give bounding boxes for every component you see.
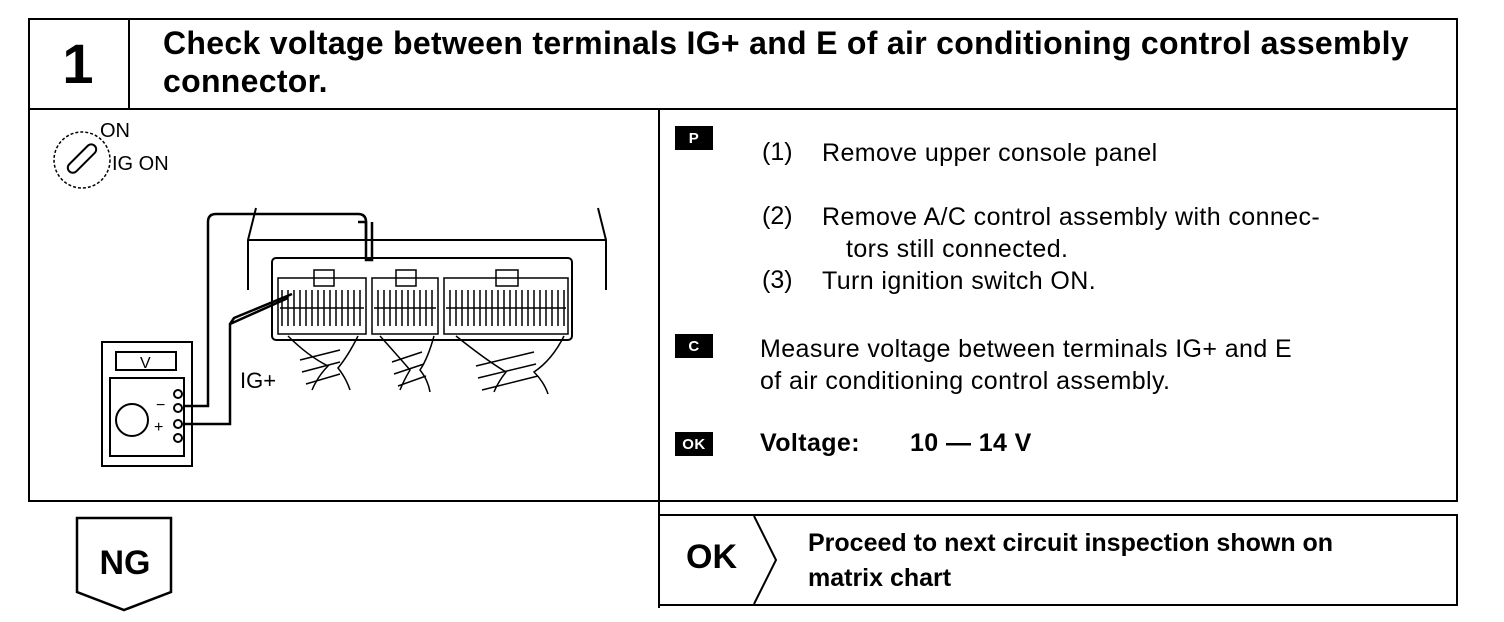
meter-plus-sign: + bbox=[154, 419, 163, 436]
meter-unit-label: V bbox=[140, 355, 151, 372]
check-instruction-line2: of air conditioning control assembly. bbox=[760, 367, 1171, 395]
step-2-number: (2) bbox=[762, 202, 793, 230]
voltage-check-illustration: ON IG ON V − + IG+ bbox=[53, 120, 607, 467]
ng-result-label: NG bbox=[99, 544, 151, 582]
check-tag: C bbox=[675, 334, 713, 358]
meter-minus-sign: − bbox=[156, 397, 165, 414]
ignition-ig-on-label: IG ON bbox=[112, 153, 169, 175]
ok-tag: OK bbox=[675, 432, 713, 456]
control-assembly-outline bbox=[247, 207, 607, 341]
content-box bbox=[28, 108, 1458, 502]
probe-ig-plus-label: IG+ bbox=[240, 368, 276, 393]
step-header bbox=[28, 18, 1458, 110]
step-number: 1 bbox=[28, 18, 130, 108]
ok-result-box bbox=[658, 514, 1458, 606]
ok-result-label: OK bbox=[686, 538, 737, 576]
connector-1 bbox=[277, 269, 367, 335]
wire-harnesses bbox=[287, 335, 565, 395]
connector-2 bbox=[371, 269, 439, 335]
ok-result-arrow bbox=[753, 515, 778, 605]
probe-leads bbox=[185, 212, 374, 426]
ok-result-text-line1: Proceed to next circuit inspection shown… bbox=[808, 529, 1334, 557]
ok-voltage-value: 10 — 14 V bbox=[910, 429, 1032, 457]
ok-voltage-label: Voltage: bbox=[760, 429, 860, 457]
step-1-text: Remove upper console panel bbox=[822, 139, 1158, 167]
connector-3 bbox=[443, 269, 569, 335]
ignition-on-label: ON bbox=[100, 120, 130, 142]
ng-result-shape bbox=[75, 516, 173, 612]
check-instruction-line1: Measure voltage between terminals IG+ an… bbox=[760, 335, 1293, 363]
ok-result-text-line2: matrix chart bbox=[808, 564, 952, 592]
step-2-text: Remove A/C control assembly with connec- bbox=[822, 203, 1321, 231]
step-2-continuation: tors still connected. bbox=[846, 235, 1069, 263]
prep-tag: P bbox=[675, 126, 713, 150]
step-3-number: (3) bbox=[762, 266, 793, 294]
step-title: Check voltage between terminals IG+ and … bbox=[163, 25, 1409, 99]
step-1-number: (1) bbox=[762, 138, 793, 166]
ignition-key-icon bbox=[53, 131, 111, 189]
voltmeter bbox=[101, 341, 193, 467]
step-3-text: Turn ignition switch ON. bbox=[822, 267, 1097, 295]
content-divider bbox=[658, 108, 660, 608]
